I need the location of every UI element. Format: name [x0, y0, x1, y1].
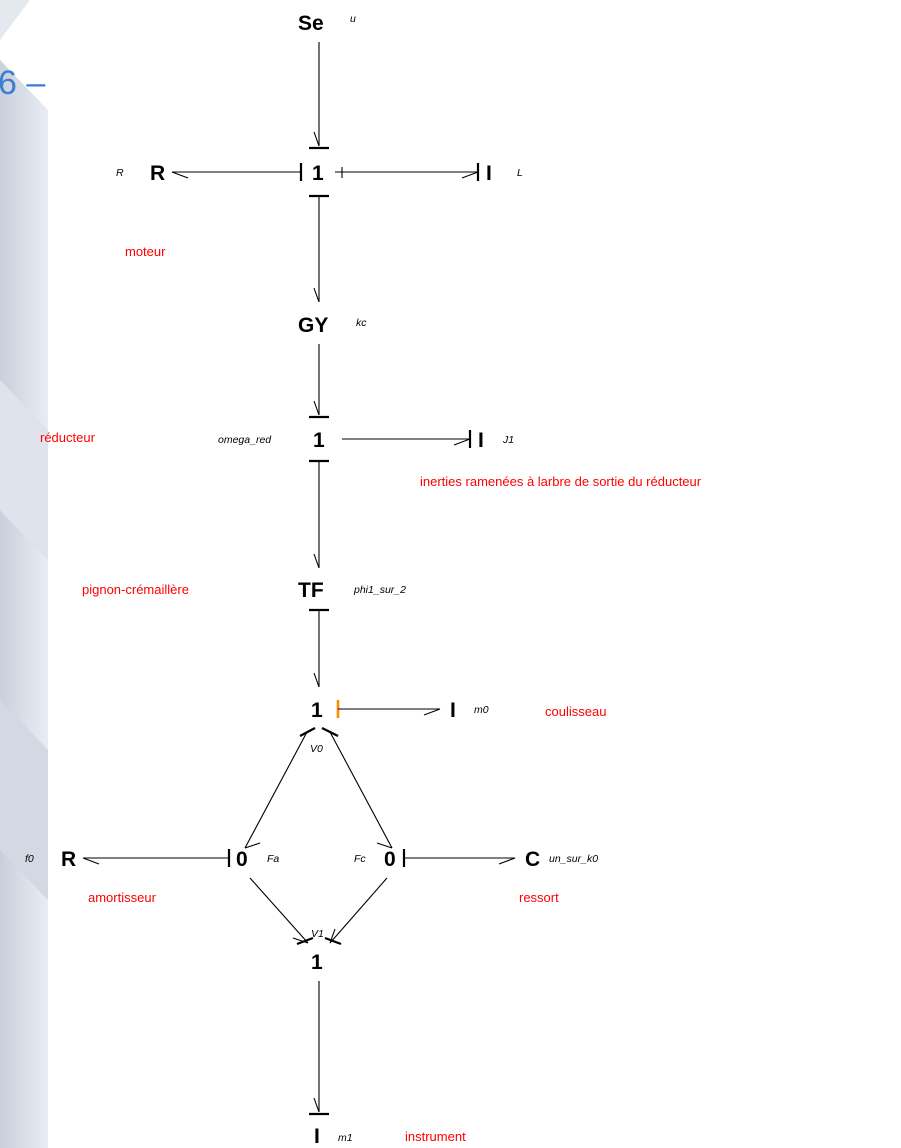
param-u: u — [350, 13, 356, 25]
label-ressort: ressort — [519, 890, 559, 905]
bond-gy-to-junction — [309, 344, 329, 419]
param-m0: m0 — [474, 704, 489, 716]
junction-0-ressort: 0 — [384, 848, 396, 871]
param-m1: m1 — [338, 1132, 353, 1144]
bond-junction0-to-c-spring — [402, 849, 516, 867]
param-f0: f0 — [25, 853, 34, 865]
se-element: Se — [298, 12, 324, 35]
param-fc: Fc — [354, 853, 366, 865]
junction-1-reducteur: 1 — [313, 429, 325, 452]
junction-1-coulisseau: 1 — [311, 699, 323, 722]
param-v1: V1 — [311, 928, 324, 940]
i-instrument-element: I — [314, 1125, 320, 1148]
param-fa: Fa — [267, 853, 279, 865]
param-l: L — [517, 167, 523, 179]
bond-junction0-a-to-junction1-instr — [249, 877, 314, 946]
bond-junction-to-i-coulisseau — [336, 700, 441, 718]
bond-junction-to-i-motor — [335, 163, 480, 181]
label-coulisseau: coulisseau — [545, 704, 606, 719]
param-j1: J1 — [502, 434, 514, 446]
bond-junction-to-i-reducteur — [342, 430, 472, 448]
param-un-sur-k0: un_sur_k0 — [549, 853, 598, 865]
label-instrument: instrument — [405, 1129, 466, 1144]
bond-se-to-junction — [309, 42, 329, 150]
junction-1-motor: 1 — [312, 162, 324, 185]
label-moteur: moteur — [125, 244, 166, 259]
gy-element: GY — [298, 314, 328, 337]
bond-junction0-c-to-junction1-instr — [324, 877, 388, 946]
slide-title: 6 – — [0, 64, 46, 102]
tf-element: TF — [298, 579, 324, 602]
param-omega-red: omega_red — [218, 434, 272, 446]
param-r-motor: R — [116, 167, 124, 179]
label-inerties: inerties ramenées à larbre de sortie du … — [420, 474, 702, 489]
label-reducteur: réducteur — [40, 430, 96, 445]
junction-1-instrument: 1 — [311, 951, 323, 974]
i-reducteur-element: I — [478, 429, 484, 452]
bond-junction-to-i-instrument — [309, 981, 329, 1116]
junction-0-amortisseur: 0 — [236, 848, 248, 871]
bond-junction-to-tf — [309, 459, 329, 569]
i-coulisseau-element: I — [450, 699, 456, 722]
bond-junction-to-junction0-c — [321, 727, 393, 849]
param-v0: V0 — [310, 743, 323, 755]
r-damper-element: R — [61, 848, 76, 871]
r-motor-element: R — [150, 162, 165, 185]
c-spring-element: C — [525, 848, 540, 871]
label-amortisseur: amortisseur — [88, 890, 157, 905]
bond-junction-to-gy — [309, 194, 329, 303]
bond-junction-to-r-motor — [171, 163, 303, 181]
label-pignon: pignon-crémaillère — [82, 582, 189, 597]
bond-junction0-to-r-damper — [82, 849, 231, 867]
bond-tf-to-junction — [309, 608, 329, 688]
param-kc: kc — [356, 317, 367, 329]
bond-junction-to-junction0-a — [244, 727, 316, 849]
param-phi: phi1_sur_2 — [353, 584, 406, 596]
i-motor-element: I — [486, 162, 492, 185]
